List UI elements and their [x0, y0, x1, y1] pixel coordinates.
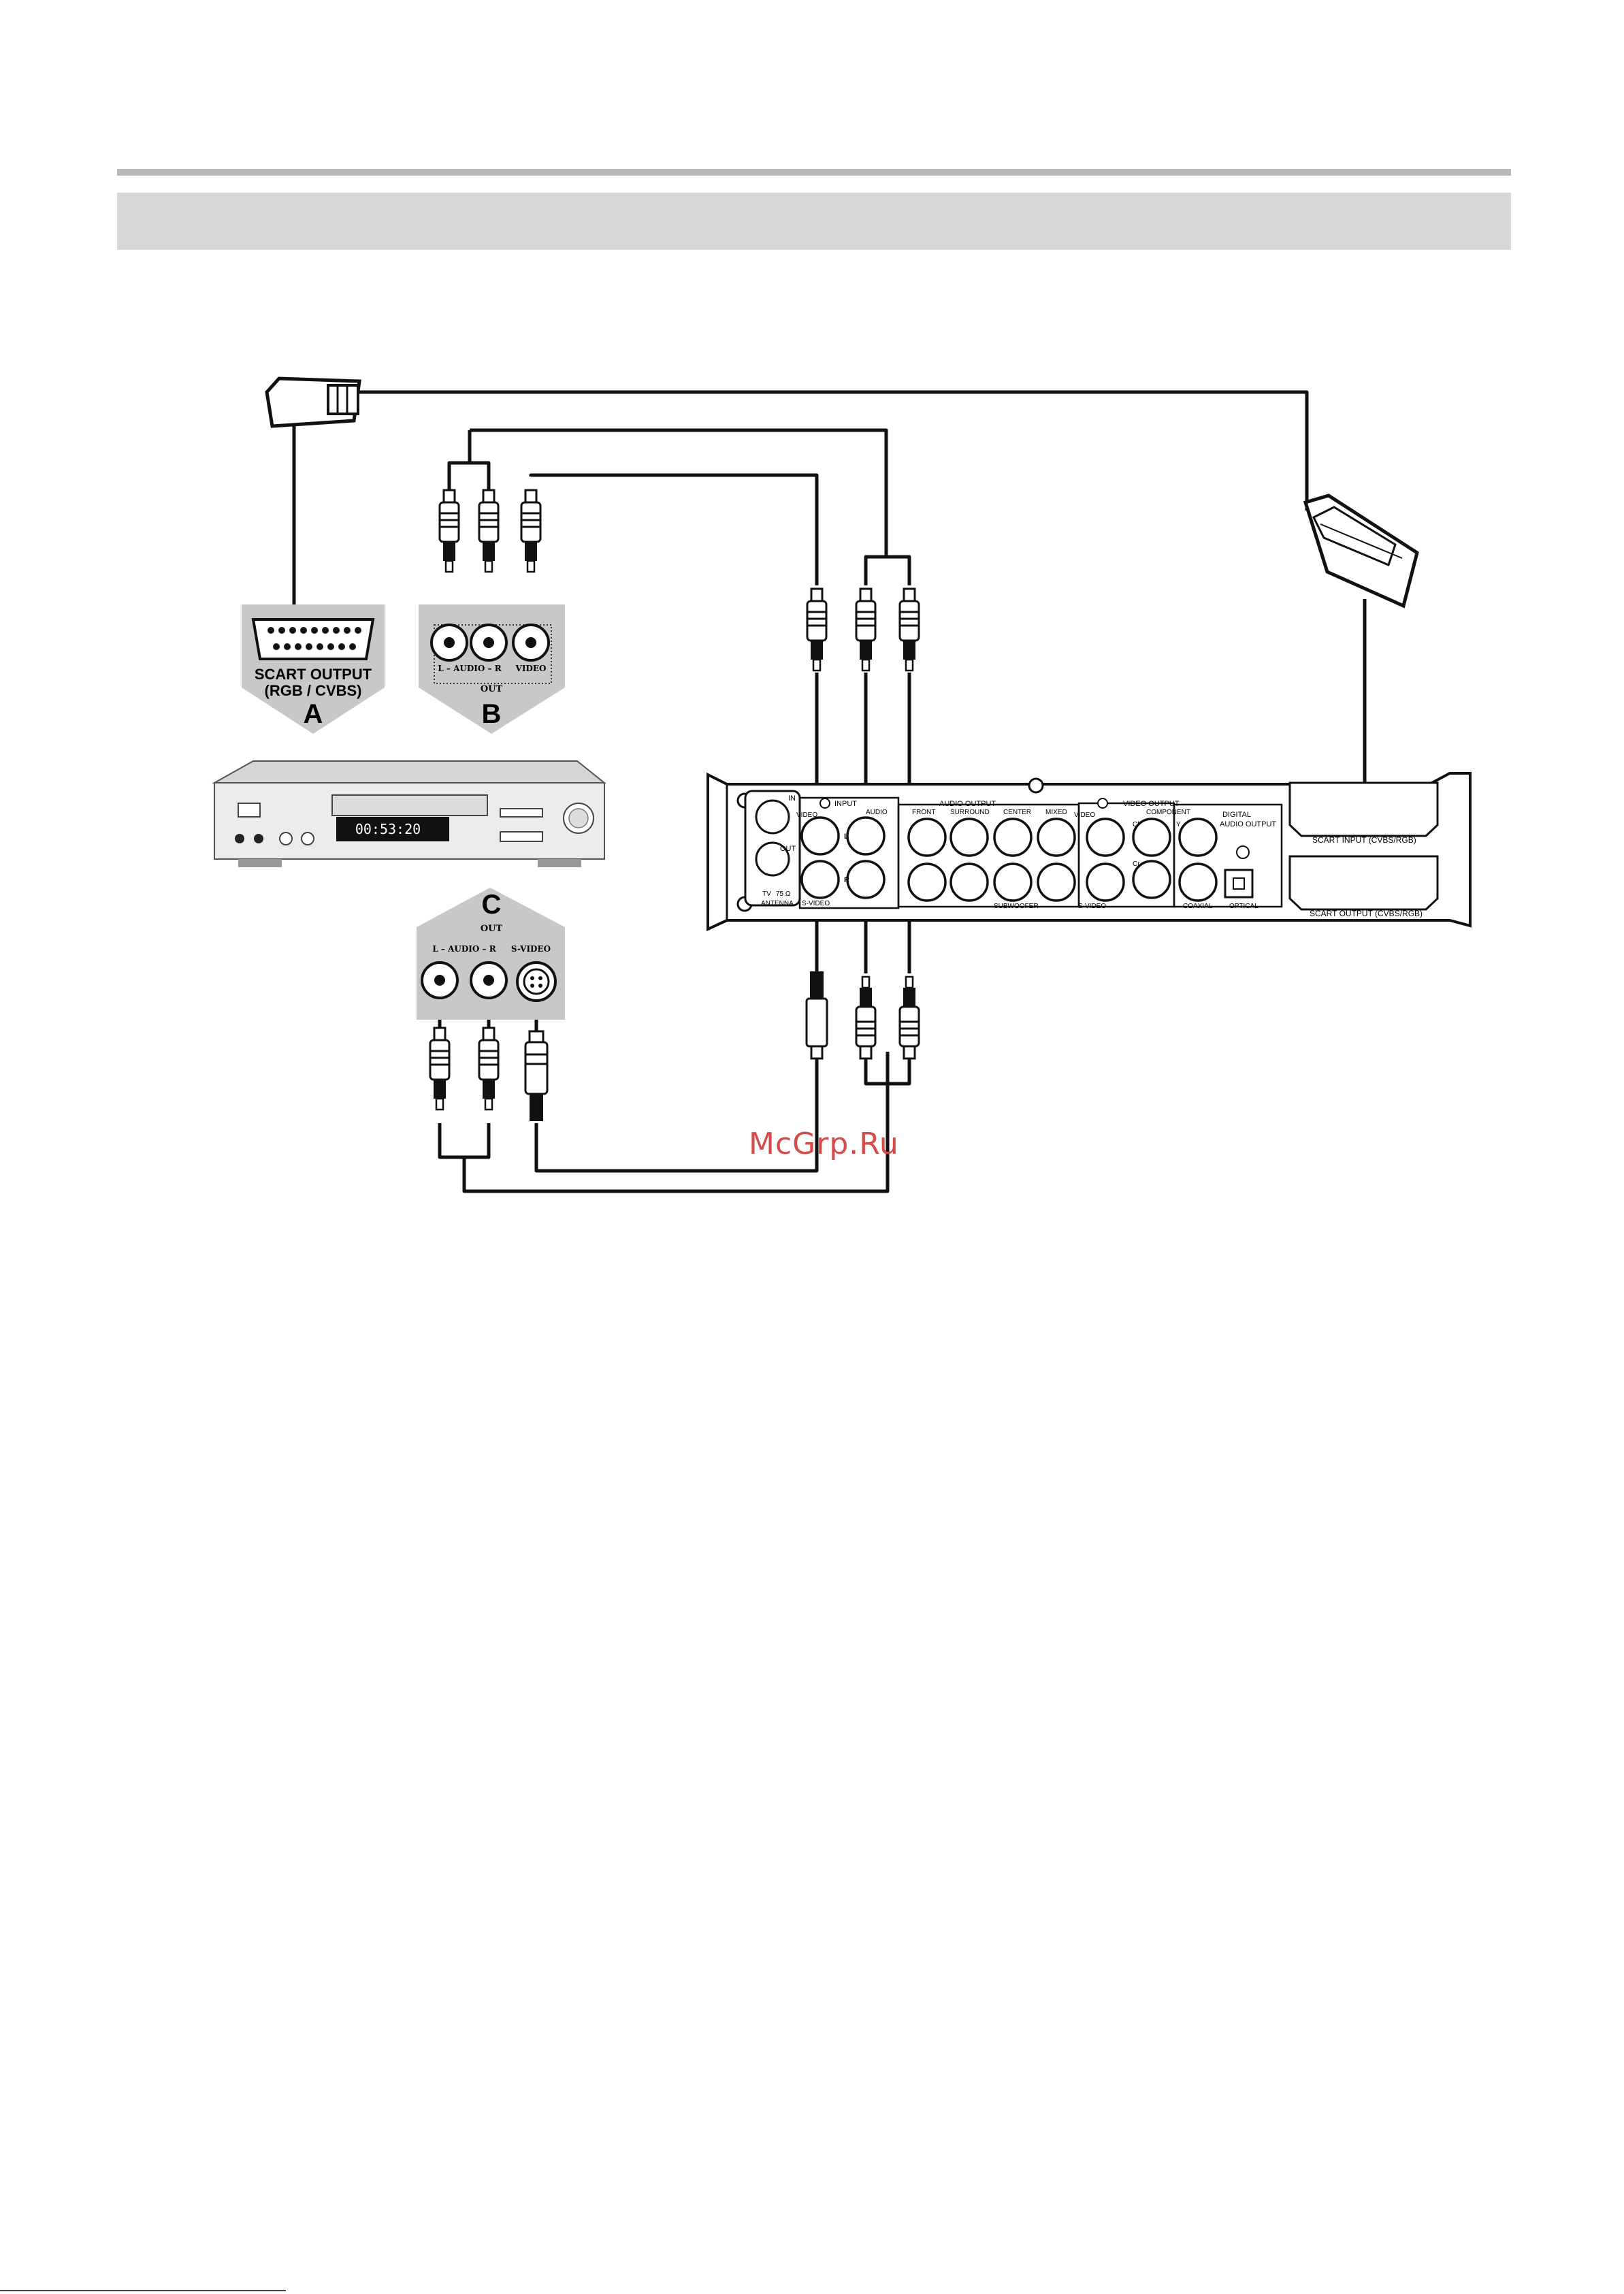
audio-in-l-jack-icon: [846, 816, 886, 856]
y-jack-icon: [1178, 818, 1218, 857]
audio-output-label: AUDIO OUTPUT: [939, 800, 996, 808]
footer-rule: [0, 2290, 286, 2291]
b-audio-cable: [447, 430, 472, 490]
svideo-jack-icon: [516, 961, 557, 1002]
rear-video-label: VIDEO: [796, 811, 817, 819]
surround-l-jack-icon: [949, 818, 989, 857]
front-l-jack-icon: [907, 818, 947, 857]
rca-plug-icon: [806, 587, 828, 672]
rca-jack-icon: [470, 961, 508, 999]
mixed-label: MIXED: [1045, 809, 1067, 816]
panel-b-audio-label: L – AUDIO – R: [438, 664, 502, 673]
rca-jack-icon: [430, 624, 468, 662]
surround-r-jack-icon: [949, 862, 989, 902]
front-r-jack-icon: [907, 862, 947, 902]
rca-plug-icon: [855, 975, 877, 1060]
rear-audio-label: AUDIO: [866, 809, 888, 816]
rca-jack-icon: [470, 624, 508, 662]
rca-plug-icon: [898, 975, 920, 1060]
rear-r-label: R: [844, 876, 849, 884]
title-band: [117, 193, 1511, 250]
rear-tv-label: TV: [762, 890, 771, 898]
panel-a: SCART OUTPUT (RGB / CVBS) A: [242, 604, 385, 734]
scart-plug-icon: [1303, 494, 1419, 609]
panel-a-label-2: (RGB / CVBS): [265, 682, 362, 699]
panel-c-out-label: OUT: [481, 924, 503, 934]
scart-output-label: SCART OUTPUT (CVBS/RGB): [1310, 909, 1423, 918]
rca-plug-icon: [520, 489, 542, 573]
panel-b: L – AUDIO – R VIDEO OUT B: [419, 604, 565, 734]
panel-a-label-1: SCART OUTPUT: [255, 666, 372, 683]
rca-plug-icon: [429, 1027, 451, 1111]
cables: [292, 390, 1367, 1193]
mixed-l-jack-icon: [1037, 818, 1076, 857]
rear-antenna-label: ANTENNA: [761, 900, 794, 907]
rear-in-label: IN: [788, 794, 796, 803]
dvd-player-front: 00:53:20: [212, 760, 606, 867]
panel-c-audio-label: L – AUDIO – R: [432, 944, 496, 954]
center-label: CENTER: [1003, 809, 1031, 816]
rear-panel: IN OUT TV 75 Ω ANTENNA INPUT VIDEO AUDIO…: [707, 772, 1472, 932]
panel-b-out-label: OUT: [481, 684, 503, 694]
panel-a-letter: A: [304, 699, 323, 729]
rca-jack-icon: [421, 961, 459, 999]
rca-plug-icon: [898, 587, 920, 672]
rear-svideo2-label: S-VIDEO: [1078, 903, 1106, 910]
panel-b-video-label: VIDEO: [515, 664, 547, 673]
rca-plug-icon: [438, 489, 460, 573]
coaxial-jack-icon: [1178, 862, 1218, 902]
scart-cable-top: [359, 390, 1309, 511]
watermark: McGrp.Ru: [749, 1127, 899, 1161]
cb-jack-icon: [1132, 818, 1171, 857]
rear-svideo-label: S-VIDEO: [802, 900, 830, 907]
svideo-plug-icon: [524, 1030, 549, 1121]
optical-label: OPTICAL: [1229, 903, 1258, 910]
panel-b-letter: B: [482, 699, 502, 729]
digital-label-1: DIGITAL: [1222, 811, 1251, 819]
svideo-in-jack-icon: [800, 860, 840, 899]
component-label: COMPONENT: [1146, 809, 1190, 816]
rca-plug-icon: [478, 489, 500, 573]
video-out-jack-icon: [1086, 818, 1125, 857]
scart-socket-icon: [251, 618, 375, 660]
scart-input-label: SCART INPUT (CVBS/RGB): [1312, 835, 1416, 845]
video-output-label: VIDEO OUTPUT: [1123, 800, 1180, 808]
rear-top-plugs: [806, 587, 920, 672]
mixed-r-jack-icon: [1037, 862, 1076, 902]
b-video-cable: [529, 473, 819, 585]
rear-l-label: L: [844, 833, 849, 841]
svideo-plug-icon: [805, 971, 828, 1060]
rca-plug-icon: [478, 1027, 500, 1111]
audio-in-r-jack-icon: [846, 860, 886, 899]
center-jack-icon: [993, 818, 1033, 857]
digital-label-2: AUDIO OUTPUT: [1220, 820, 1276, 828]
rear-video2-label: VIDEO: [1074, 811, 1095, 819]
c-plugs: [429, 1027, 549, 1121]
panel-c: C OUT L – AUDIO – R S-VIDEO: [417, 888, 565, 1020]
rca-jack-icon: [512, 624, 550, 662]
player-display-readout: 00:53:20: [355, 821, 421, 837]
surround-label: SURROUND: [950, 809, 990, 816]
video-in-jack-icon: [800, 816, 840, 856]
cr-jack-icon: [1132, 860, 1171, 899]
subwoofer-jack-icon: [993, 862, 1033, 902]
rear-ohm-label: 75 Ω: [776, 890, 791, 898]
rear-input-label: INPUT: [834, 800, 857, 808]
rear-bottom-plugs: [805, 971, 920, 1060]
coaxial-label: COAXIAL: [1183, 903, 1213, 910]
panel-c-svideo-label: S-VIDEO: [511, 944, 551, 954]
subwoofer-label: SUBWOOFER: [994, 903, 1039, 910]
header-rule: [117, 169, 1511, 176]
svideo-out-jack-icon: [1086, 862, 1125, 902]
panel-c-letter: C: [482, 890, 502, 920]
cr-label: Cr: [1133, 860, 1140, 868]
front-label: FRONT: [912, 809, 935, 816]
rear-out-label: OUT: [780, 845, 796, 853]
b-plugs: [438, 489, 542, 573]
y-label: Y: [1176, 821, 1181, 828]
rca-plug-icon: [855, 587, 877, 672]
scart-plug-icon: [265, 376, 361, 428]
